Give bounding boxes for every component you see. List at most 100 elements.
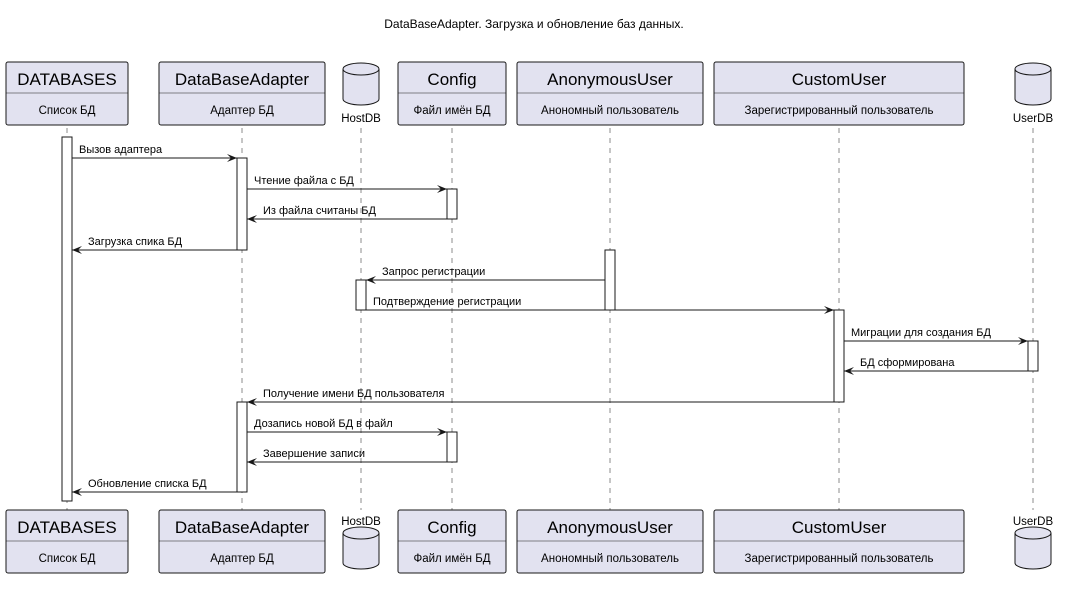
database-icon-rim (342, 532, 380, 540)
database-icon-rim (1014, 532, 1052, 540)
message-label: Миграции для создания БД (851, 327, 991, 339)
arrow-head (247, 215, 257, 223)
participant-box (5, 509, 129, 574)
participant-name: CustomUser (792, 518, 887, 537)
database-icon-rim (342, 68, 380, 76)
arrow-head (247, 458, 257, 466)
participant-box (516, 61, 704, 126)
participant-desc: Зарегистрированный пользователь (745, 553, 934, 565)
participant-box (5, 61, 129, 126)
arrow-head (844, 367, 854, 375)
arrow-head (437, 185, 447, 193)
message-2: Чтение файла с БД (247, 175, 447, 193)
database-userdb-bottom: UserDB (1013, 516, 1054, 570)
arrow-head (227, 154, 237, 162)
activation-bar-anon (604, 249, 616, 311)
database-icon (342, 526, 380, 570)
message-8: БД сформирована (844, 357, 1028, 375)
database-userdb-top: UserDB (1013, 62, 1054, 125)
activation-bar-databases (61, 136, 73, 502)
activation-bar-custom (833, 309, 845, 403)
participant-name: DATABASES (17, 70, 117, 89)
participant-name: Config (427, 518, 476, 537)
message-7: Миграции для создания БД (844, 327, 1028, 345)
participants-top: DATABASES Список БД DataBaseAdapterАдаптер… (5, 61, 1054, 126)
database-hostdb-bottom: HostDB (341, 516, 381, 570)
message-12: Обновление списка БД (72, 478, 237, 496)
activation-bar-adapter (236, 157, 248, 251)
database-label: UserDB (1013, 516, 1054, 528)
participant-desc: Анономный пользователь (541, 553, 679, 565)
message-label: Из файла считаны БД (263, 205, 376, 217)
message-label: Чтение файла с БД (254, 175, 354, 187)
lifelines (66, 128, 1034, 510)
participant-desc: Зарегистрированный пользователь (745, 105, 934, 117)
participant-name: Config (427, 70, 476, 89)
arrow-head (72, 488, 82, 496)
message-6: Подтверждение регистрации (366, 296, 834, 314)
activation-bar-config (446, 431, 458, 463)
participant-box (516, 509, 704, 574)
message-label: БД сформирована (860, 357, 955, 369)
database-label: HostDB (341, 113, 381, 125)
arrow-head (72, 246, 82, 254)
participant-name: DataBaseAdapter (175, 70, 310, 89)
participant-desc: Список БД (39, 553, 96, 565)
diagram-title: DataBaseAdapter. Загрузка и обновление б… (384, 17, 683, 31)
activation-bar-adapter (236, 401, 248, 493)
database-hostdb-top: HostDB (341, 62, 381, 125)
message-label: Загрузка спика БД (88, 236, 183, 248)
message-9: Получение имени БД пользователя (247, 388, 834, 406)
participant-name: CustomUser (792, 70, 887, 89)
participant-box (158, 61, 326, 126)
activation-bar-config (446, 188, 458, 220)
message-label: Обновление списка БД (88, 478, 207, 490)
message-label: Подтверждение регистрации (373, 296, 521, 308)
participant-desc: Адаптер БД (210, 105, 274, 117)
database-icon (342, 62, 380, 106)
database-icon (1014, 526, 1052, 570)
message-label: Получение имени БД пользователя (263, 388, 444, 400)
participant-box (713, 61, 965, 126)
arrow-head (1018, 337, 1028, 345)
participant-desc: Файл имён БД (413, 105, 490, 117)
activation-bars (61, 136, 1039, 502)
database-label: UserDB (1013, 113, 1054, 125)
message-11: Завершение записи (247, 448, 447, 466)
participant-box (397, 61, 507, 126)
message-10: Дозапись новой БД в файл (247, 418, 447, 436)
message-5: Запрос регистрации (366, 266, 605, 284)
message-label: Завершение записи (263, 448, 365, 460)
message-label: Запрос регистрации (382, 266, 485, 278)
participant-name: AnonymousUser (547, 518, 673, 537)
database-icon-rim (1014, 68, 1052, 76)
arrow-head (824, 306, 834, 314)
arrow-head (247, 398, 257, 406)
message-1: Вызов адаптера (72, 144, 237, 162)
participants-bottom: DATABASES Список БД DataBaseAdapterАдаптер… (5, 509, 1054, 574)
participant-name: DataBaseAdapter (175, 518, 310, 537)
participant-desc: Анономный пользователь (541, 105, 679, 117)
participant-name: AnonymousUser (547, 70, 673, 89)
message-4: Загрузка спика БД (72, 236, 237, 254)
participant-databases-top: DATABASES Список БД (5, 61, 129, 126)
activation-bar-hostdb (355, 279, 367, 311)
participant-box (397, 509, 507, 574)
database-icon (1014, 62, 1052, 106)
database-label: HostDB (341, 516, 381, 528)
message-label: Вызов адаптера (79, 144, 163, 156)
participant-name: DATABASES (17, 518, 117, 537)
participant-box (713, 509, 965, 574)
participant-databases-bottom: DATABASES Список БД (5, 509, 129, 574)
participant-desc: Список БД (39, 105, 96, 117)
